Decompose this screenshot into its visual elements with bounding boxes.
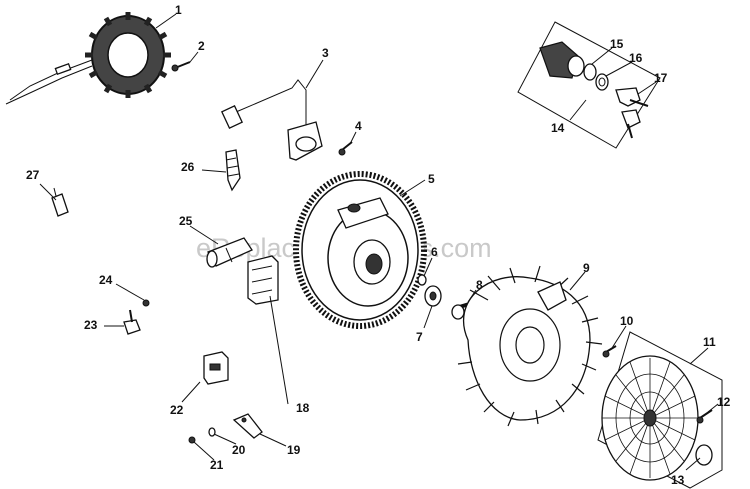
key-switch-group-box — [517, 21, 661, 149]
spark-plug-part — [225, 149, 241, 192]
callout-5: 5 — [428, 172, 435, 186]
stator-part — [5, 12, 171, 105]
screw-2-part — [171, 61, 191, 72]
spark-plug-boot-part — [206, 237, 253, 268]
callout-14: 14 — [551, 121, 565, 135]
callout-22: 22 — [170, 403, 184, 417]
callout-4: 4 — [355, 119, 362, 133]
callout-21: 21 — [210, 458, 224, 472]
callout-25: 25 — [179, 214, 193, 228]
callout-17: 17 — [654, 71, 668, 85]
nut-16-part — [595, 73, 609, 91]
screw-12-part — [696, 409, 713, 424]
ignition-module-part — [220, 79, 323, 161]
callout-16: 16 — [629, 51, 643, 65]
regulator-part — [203, 351, 229, 385]
terminal-27-part — [51, 187, 69, 217]
callout-3: 3 — [322, 46, 329, 60]
screw-10-part — [602, 345, 617, 358]
callout-7: 7 — [416, 330, 423, 344]
callout-numbers: 1 2 3 4 5 6 7 8 9 10 11 12 13 14 15 16 1… — [26, 3, 731, 487]
screw-21-part — [188, 436, 196, 444]
key-switch-part — [539, 41, 597, 81]
callout-6: 6 — [431, 245, 438, 259]
callout-13: 13 — [671, 473, 685, 487]
screw-24-part — [142, 299, 150, 307]
rectifier-part — [247, 255, 279, 305]
bracket-19-part — [232, 413, 263, 439]
callout-11: 11 — [703, 335, 716, 349]
callout-18: 18 — [296, 401, 310, 415]
callout-12: 12 — [717, 395, 731, 409]
callout-9: 9 — [583, 261, 590, 275]
callout-20: 20 — [232, 443, 246, 457]
callout-23: 23 — [84, 318, 98, 332]
callout-1: 1 — [175, 3, 182, 17]
callout-15: 15 — [610, 37, 624, 51]
washer-6-part — [417, 274, 427, 286]
washer-20-part — [208, 427, 216, 437]
washer-7-part — [424, 285, 442, 307]
callout-19: 19 — [287, 443, 301, 457]
leader-lines — [39, 13, 719, 471]
callout-24: 24 — [99, 273, 113, 287]
fan-part — [457, 265, 603, 427]
keys-part — [615, 87, 649, 139]
callout-10: 10 — [620, 314, 634, 328]
grass-screen-part — [601, 355, 699, 481]
clip-23-part — [123, 309, 141, 335]
callout-26: 26 — [181, 160, 195, 174]
callout-2: 2 — [198, 39, 205, 53]
flywheel-part — [293, 171, 427, 329]
ring-13-part — [695, 444, 713, 466]
callout-27: 27 — [26, 168, 40, 182]
callout-8: 8 — [476, 278, 483, 292]
